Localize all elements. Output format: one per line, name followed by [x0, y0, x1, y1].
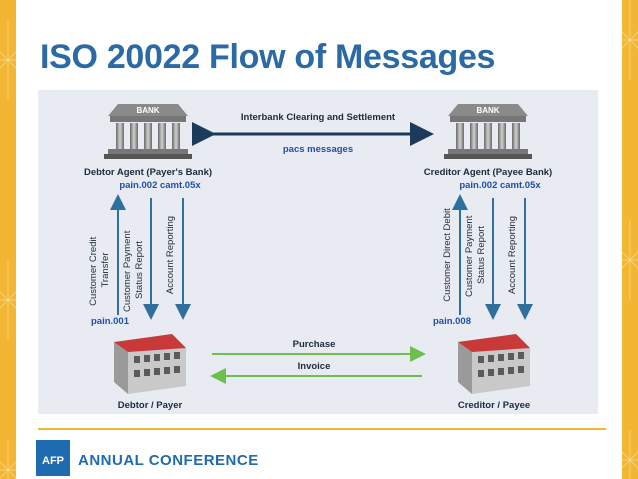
svg-text:Account Reporting: Account Reporting [507, 216, 518, 294]
svg-text:Customer Payment Status: Customer Payment Status Report [122, 228, 145, 312]
debtor-building-icon [114, 334, 186, 394]
afp-logo-icon: AFP [36, 440, 70, 476]
pacs-label: pacs messages [283, 144, 353, 155]
credit-transfer-label-2: Transfer [100, 252, 111, 287]
debtor-bank-icon: BANK [104, 104, 192, 159]
svg-text:Customer Payment Status: Customer Payment Status Report [464, 213, 487, 297]
debtor-agent-codes: pain.002 camt.05x [119, 180, 201, 191]
svg-text:Customer Credit Transfer: Customer Credit Transfer [88, 234, 111, 306]
flow-diagram: BANK BANK Interbank Clearing and Settlem… [38, 90, 598, 414]
creditor-agent-codes: pain.002 camt.05x [459, 180, 541, 191]
creditor-status-label-2: Status Report [476, 226, 487, 284]
debtor-account-reporting-label: Account Reporting [165, 216, 176, 294]
creditor-payee-label: Creditor / Payee [458, 400, 530, 411]
direct-debit-label: Customer Direct Debit [442, 208, 453, 302]
conference-label: ANNUAL CONFERENCE [78, 452, 259, 469]
pain008-code: pain.008 [433, 316, 471, 327]
purchase-label: Purchase [293, 339, 336, 350]
creditor-agent-label: Creditor Agent (Payee Bank) [424, 167, 552, 178]
creditor-building-icon [458, 334, 530, 394]
credit-transfer-label-1: Customer Credit [88, 236, 99, 306]
debtor-status-label-1: Customer Payment [122, 230, 133, 312]
pain001-code: pain.001 [91, 316, 130, 327]
creditor-account-reporting-label: Account Reporting [507, 216, 518, 294]
footer-divider [38, 428, 606, 430]
svg-text:Customer Direct Debit: Customer Direct Debit [442, 208, 453, 302]
creditor-status-label-1: Customer Payment [464, 215, 475, 297]
debtor-agent-label: Debtor Agent (Payer's Bank) [84, 167, 212, 178]
creditor-bank-icon: BANK [444, 104, 532, 159]
debtor-bank-sign: BANK [136, 106, 159, 115]
debtor-payer-label: Debtor / Payer [118, 400, 183, 411]
debtor-status-label-2: Status Report [134, 241, 145, 299]
interbank-label: Interbank Clearing and Settlement [241, 112, 396, 123]
svg-text:AFP: AFP [42, 455, 64, 467]
creditor-bank-sign: BANK [476, 106, 499, 115]
svg-text:Account Reporting: Account Reporting [165, 216, 176, 294]
page-title: ISO 20022 Flow of Messages [40, 38, 496, 76]
invoice-label: Invoice [298, 361, 331, 372]
